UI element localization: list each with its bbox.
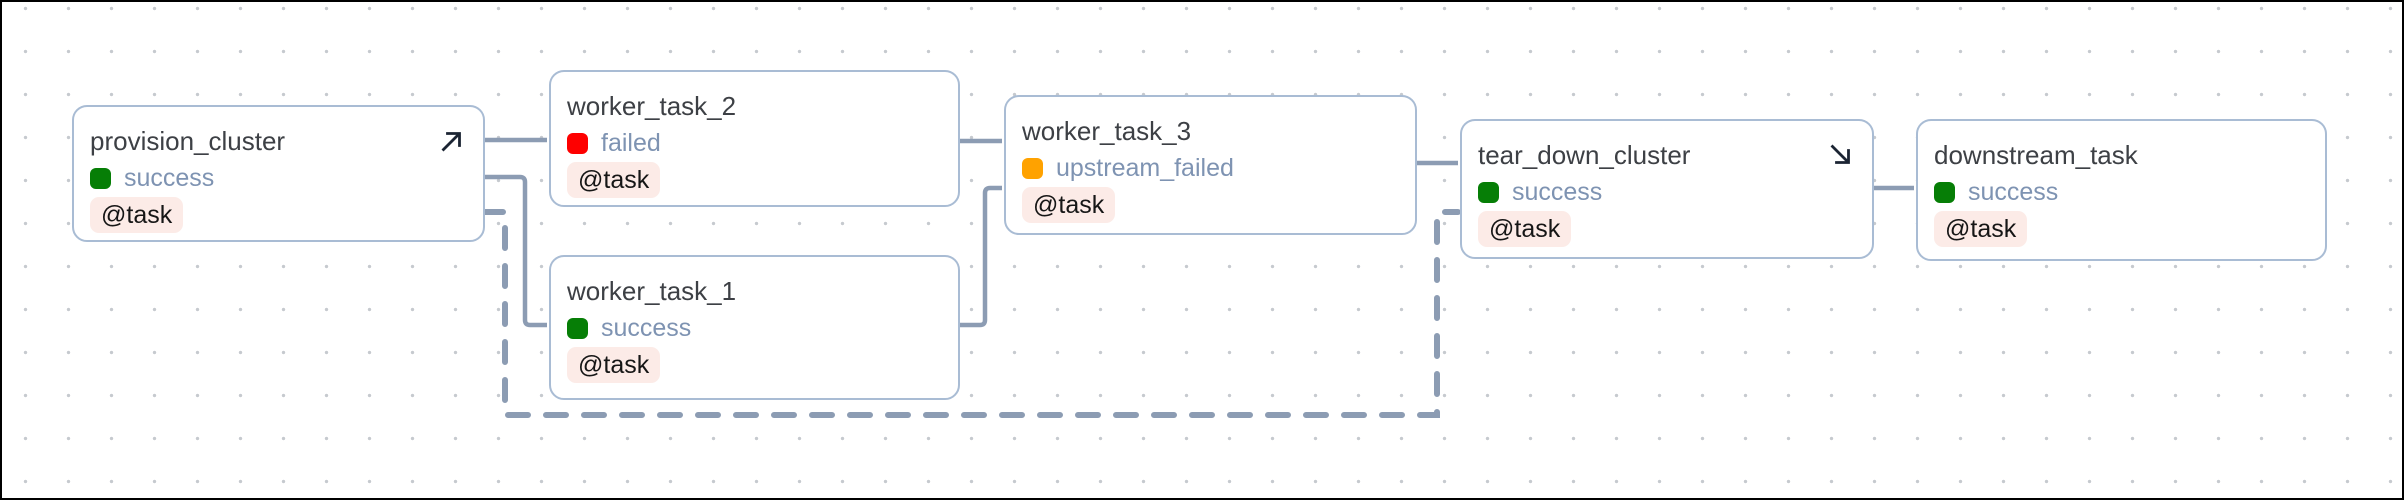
- task-title-row: downstream_task: [1934, 137, 2311, 173]
- status-color-square: [1478, 181, 1499, 203]
- task-status-label: success: [1968, 177, 2059, 206]
- status-color-square: [567, 317, 588, 339]
- teardown-arrow-icon: [1826, 140, 1856, 170]
- task-name: tear_down_cluster: [1478, 140, 1691, 170]
- status-color-square: [90, 167, 111, 189]
- task-decorator-row: @task: [567, 162, 944, 198]
- task-node-worker_task_2[interactable]: worker_task_2 failed @task: [549, 70, 960, 207]
- status-color-square: [567, 132, 588, 154]
- task-status-label: upstream_failed: [1056, 153, 1234, 182]
- task-name: worker_task_1: [567, 276, 737, 306]
- task-name: worker_task_2: [567, 91, 737, 121]
- task-decorator-row: @task: [567, 347, 944, 383]
- task-status-label: success: [1512, 177, 1603, 206]
- edge-provision_cluster-to-worker_task_1: [483, 174, 547, 328]
- task-node-provision_cluster[interactable]: provision_cluster success @task: [72, 105, 485, 242]
- task-title-row: tear_down_cluster: [1478, 137, 1858, 173]
- edge-provision_cluster-to-tear_down_cluster: [480, 209, 1461, 418]
- task-node-worker_task_3[interactable]: worker_task_3 upstream_failed @task: [1004, 95, 1417, 235]
- task-status-row: success: [567, 311, 944, 345]
- task-decorator-row: @task: [1022, 187, 1401, 223]
- task-node-tear_down_cluster[interactable]: tear_down_cluster success @task: [1460, 119, 1874, 259]
- task-title-row: worker_task_1: [567, 273, 944, 309]
- task-status-row: upstream_failed: [1022, 151, 1401, 185]
- setup-arrow-icon: [437, 126, 467, 156]
- task-title-row: worker_task_2: [567, 88, 944, 124]
- task-decorator-badge: @task: [567, 162, 661, 198]
- task-status-label: success: [124, 163, 215, 192]
- task-status-row: success: [1478, 175, 1858, 209]
- task-status-label: success: [601, 313, 692, 342]
- task-decorator-badge: @task: [90, 197, 184, 233]
- task-decorator-badge: @task: [567, 347, 661, 383]
- task-decorator-row: @task: [1934, 211, 2311, 247]
- task-decorator-badge: @task: [1934, 211, 2028, 247]
- task-status-row: failed: [567, 126, 944, 160]
- task-title-row: worker_task_3: [1022, 113, 1401, 149]
- task-name: worker_task_3: [1022, 116, 1192, 146]
- task-node-downstream_task[interactable]: downstream_task success @task: [1916, 119, 2327, 261]
- task-decorator-row: @task: [90, 197, 469, 233]
- task-status-row: success: [1934, 175, 2311, 209]
- task-decorator-badge: @task: [1478, 211, 1572, 247]
- task-status-row: success: [90, 161, 469, 195]
- status-color-square: [1022, 157, 1043, 179]
- task-node-worker_task_1[interactable]: worker_task_1 success @task: [549, 255, 960, 400]
- task-status-label: failed: [601, 128, 661, 157]
- task-decorator-row: @task: [1478, 211, 1858, 247]
- status-color-square: [1934, 181, 1955, 203]
- edge-worker_task_1-to-worker_task_3: [958, 185, 1002, 328]
- task-title-row: provision_cluster: [90, 123, 469, 159]
- task-name: provision_cluster: [90, 126, 286, 156]
- task-decorator-badge: @task: [1022, 187, 1116, 223]
- task-name: downstream_task: [1934, 140, 2138, 170]
